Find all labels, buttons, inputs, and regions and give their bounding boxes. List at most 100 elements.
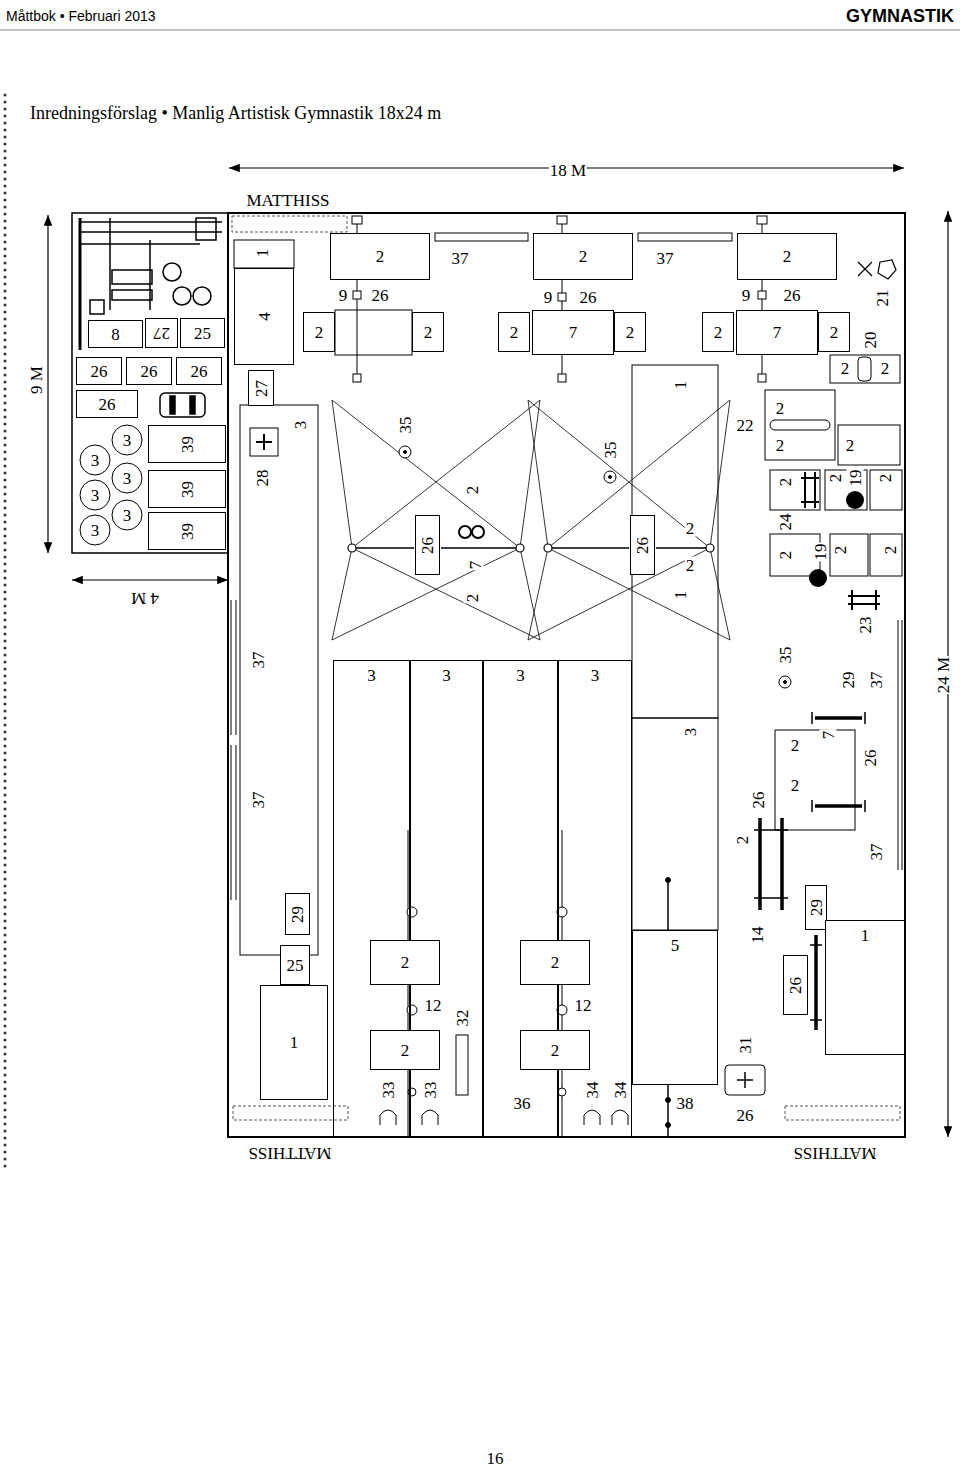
circle-outline — [112, 463, 142, 493]
wall-structure — [250, 428, 278, 456]
equipment-box: 2 — [303, 312, 335, 352]
equipment-box: 2 — [370, 1030, 440, 1070]
callout-number: 3 — [366, 667, 377, 684]
apparatus-area — [770, 420, 830, 430]
callout-number: 2 — [790, 737, 801, 754]
callout-number: 24 — [777, 513, 794, 532]
apparatus-area — [737, 1072, 753, 1088]
mat-storage — [233, 1106, 348, 1120]
dotted-margin — [5, 95, 6, 1168]
equipment-rack — [109, 218, 111, 310]
equipment-box: 29 — [805, 885, 827, 930]
apparatus-area — [858, 357, 871, 381]
equipment-rack — [90, 300, 104, 314]
equipment-rack — [112, 290, 152, 300]
circle-outline — [80, 445, 110, 475]
header-section: GYMNASTIK — [845, 7, 955, 25]
callout-number: 2 — [375, 248, 386, 265]
callout-number: 2 — [550, 1042, 561, 1059]
apparatus-area — [830, 355, 900, 383]
equipment-box: 29 — [285, 893, 310, 935]
callout-number: 2 — [423, 324, 434, 341]
magnesia-bowl — [399, 446, 791, 688]
callout-number: 2 — [464, 485, 481, 496]
horizontal-bar-line — [557, 216, 567, 224]
rail-bar — [902, 620, 903, 870]
callout-number: 20 — [862, 331, 879, 350]
equipment-box: 39 — [148, 512, 226, 550]
equipment-box: 25 — [180, 318, 225, 348]
black-marker — [809, 491, 864, 587]
apparatus-area — [632, 365, 718, 718]
equipment-box: 1 — [825, 920, 905, 1055]
equipment-box: 2 — [520, 940, 590, 985]
equipment-rack — [80, 243, 200, 245]
callout-number: 2 — [734, 835, 751, 846]
callout-number: 23 — [857, 616, 874, 635]
equipment-rack — [193, 287, 211, 305]
callout-number: 26 — [634, 536, 651, 555]
callout-number: 1 — [254, 248, 271, 259]
apparatus-area — [870, 534, 902, 576]
callout-number: 12 — [574, 997, 593, 1014]
callout-number: 32 — [454, 1009, 471, 1028]
callout-number: 2 — [777, 477, 794, 488]
callout-number: 8 — [110, 326, 121, 343]
equipment-box: 2 — [533, 233, 633, 280]
callout-number: 1 — [672, 380, 689, 391]
ring-frame-icon — [858, 260, 896, 279]
callout-number: 2 — [882, 545, 899, 556]
rail-bar — [898, 620, 899, 870]
apparatus-area — [632, 718, 718, 930]
dimension-label: MATTHISS — [792, 1145, 877, 1162]
circle-outline — [112, 425, 142, 455]
equipment-box: 2 — [702, 312, 734, 352]
callout-number: 2 — [790, 777, 801, 794]
equipment-rack — [163, 263, 181, 281]
parallel-bars — [814, 935, 818, 1030]
dimension-label: MATTHISS — [247, 1145, 332, 1162]
callout-number: 2 — [314, 324, 325, 341]
callout-number: 1 — [860, 927, 871, 944]
callout-number: 19 — [847, 469, 864, 488]
callout-number: 26 — [419, 536, 436, 555]
callout-number: 2 — [832, 545, 849, 556]
horizontal-bar-line — [352, 216, 362, 224]
horizontal-bar-line — [758, 374, 766, 382]
callout-number: 2 — [829, 324, 840, 341]
callout-number: 34 — [612, 1081, 629, 1100]
mat-storage — [785, 1106, 900, 1120]
callout-number: 9 — [543, 289, 554, 306]
vault-runway — [380, 1110, 628, 1125]
horizontal-bar-line — [558, 293, 566, 301]
callout-number: 2 — [775, 437, 786, 454]
magnesia-bowl — [399, 446, 411, 458]
callout-number: 37 — [250, 791, 267, 810]
ball-circle: 3 — [111, 499, 143, 531]
apparatus-area — [830, 534, 868, 576]
callout-number: 29 — [808, 898, 825, 917]
callout-number: 2 — [845, 437, 856, 454]
callout-number: 14 — [749, 926, 766, 945]
callout-number: 2 — [400, 1042, 411, 1059]
callout-number: 2 — [777, 550, 794, 561]
equipment-box: 25 — [280, 945, 310, 985]
pommel-horse-icon — [160, 393, 205, 417]
rings-cables — [544, 544, 552, 552]
callout-number: 3 — [122, 470, 133, 487]
equipment-box: 4 — [234, 268, 294, 365]
callout-number: 39 — [179, 435, 196, 454]
callout-number: 26 — [579, 289, 598, 306]
vault-runway — [407, 907, 417, 917]
apparatus-area — [725, 1065, 765, 1095]
rings-cables — [352, 547, 710, 549]
hall-outline — [228, 213, 905, 1137]
callout-number: 37 — [868, 843, 885, 862]
dimension-label: MATTHISS — [245, 192, 330, 209]
pommel-horse — [335, 310, 412, 355]
rings-cables — [516, 544, 524, 552]
rings-cables — [706, 544, 714, 552]
equipment-box: 8 — [88, 320, 143, 348]
black-marker — [846, 491, 864, 509]
